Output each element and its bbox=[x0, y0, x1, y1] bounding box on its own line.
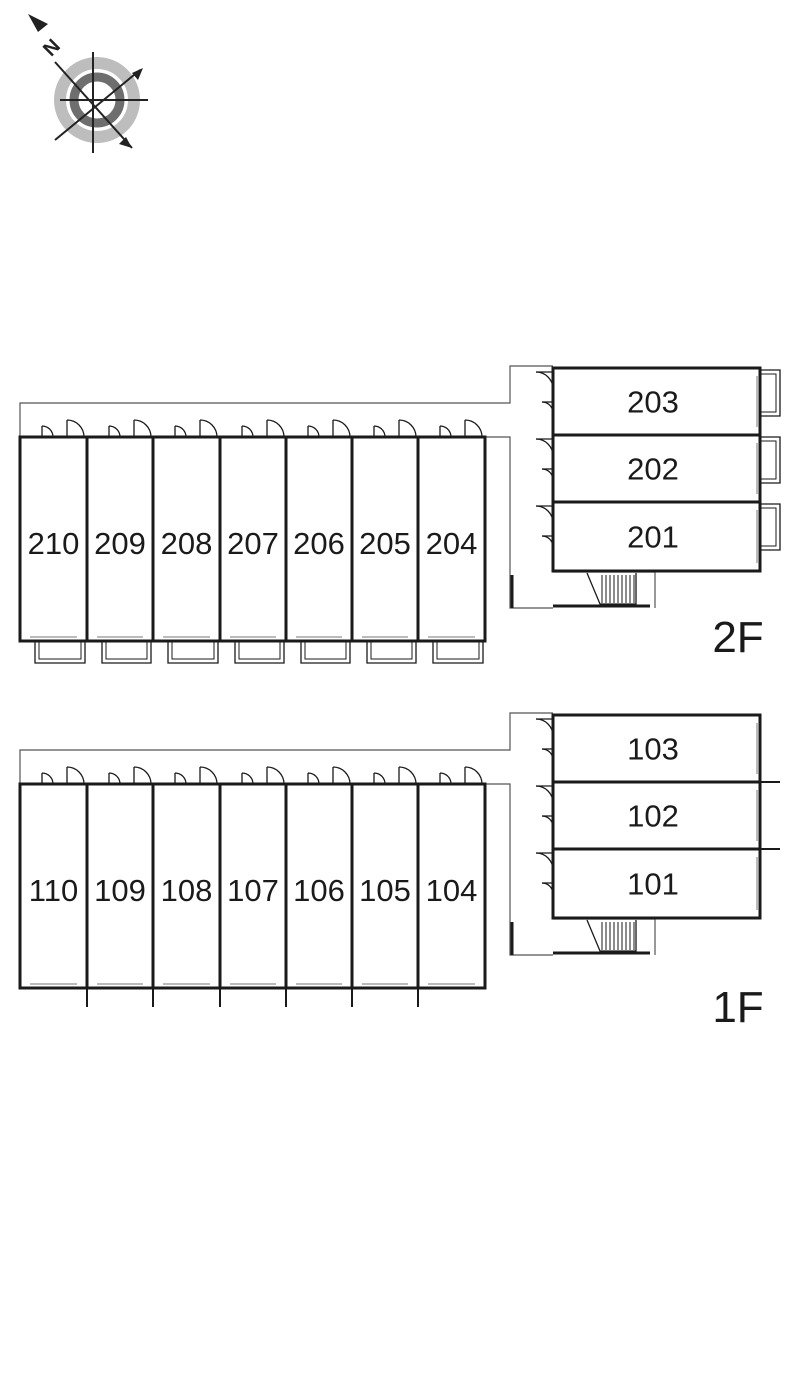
unit-label: 208 bbox=[161, 526, 213, 561]
unit-105: 105 bbox=[350, 766, 420, 1007]
unit-label: 209 bbox=[94, 526, 146, 561]
floors-layer: 210 209 208 207 206 205 204 203 202 201 2F 110 109 10… bbox=[18, 365, 781, 1032]
unit-206: 206 bbox=[284, 419, 354, 664]
unit-201: 201 bbox=[535, 500, 781, 573]
unit-108: 108 bbox=[151, 766, 222, 1007]
stairs bbox=[586, 572, 637, 605]
unit-203: 203 bbox=[535, 366, 781, 437]
unit-label: 210 bbox=[28, 526, 80, 561]
unit-label: 105 bbox=[359, 873, 411, 908]
unit-207: 207 bbox=[218, 419, 288, 664]
balcony bbox=[34, 641, 86, 664]
unit-label: 110 bbox=[29, 873, 78, 908]
compass-north-arrow-icon: N bbox=[28, 14, 148, 153]
unit-101: 101 bbox=[535, 847, 780, 920]
unit-205: 205 bbox=[350, 419, 420, 664]
corridor-outline bbox=[485, 436, 553, 609]
balcony bbox=[300, 641, 351, 664]
unit-label: 108 bbox=[161, 873, 213, 908]
unit-106: 106 bbox=[284, 766, 354, 1007]
unit-label: 104 bbox=[426, 873, 478, 908]
balcony bbox=[760, 503, 781, 551]
unit-209: 209 bbox=[85, 419, 155, 664]
balcony bbox=[760, 369, 781, 417]
balcony bbox=[760, 436, 781, 484]
unit-label: 107 bbox=[227, 873, 279, 908]
unit-202: 202 bbox=[535, 433, 781, 504]
unit-label: 206 bbox=[293, 526, 345, 561]
unit-label: 205 bbox=[359, 526, 411, 561]
unit-208: 208 bbox=[151, 419, 222, 664]
unit-label: 103 bbox=[627, 732, 679, 767]
unit-104: 104 bbox=[416, 766, 487, 1007]
unit-102: 102 bbox=[535, 780, 780, 851]
unit-label: 106 bbox=[293, 873, 345, 908]
compass-letter: N bbox=[39, 35, 65, 61]
unit-204: 204 bbox=[416, 419, 487, 664]
unit-label: 109 bbox=[94, 873, 146, 908]
unit-103: 103 bbox=[535, 713, 762, 784]
unit-label: 201 bbox=[627, 520, 679, 555]
floor-1F: 110 109 108 107 106 105 104 103 102 101 1F bbox=[18, 712, 780, 1032]
unit-label: 204 bbox=[426, 526, 478, 561]
unit-109: 109 bbox=[85, 766, 155, 1007]
unit-110: 110 bbox=[18, 766, 89, 990]
unit-label: 102 bbox=[627, 799, 679, 834]
stairs bbox=[586, 919, 637, 952]
unit-210: 210 bbox=[18, 419, 89, 664]
corridor-outline bbox=[19, 712, 553, 784]
corridor-outline bbox=[485, 783, 553, 956]
balcony bbox=[234, 641, 285, 664]
balcony bbox=[366, 641, 417, 664]
unit-label: 207 bbox=[227, 526, 279, 561]
unit-label: 203 bbox=[627, 385, 679, 420]
floor-label: 1F bbox=[712, 983, 763, 1032]
corridor-outline bbox=[19, 365, 553, 437]
unit-label: 101 bbox=[627, 867, 679, 902]
balcony bbox=[167, 641, 219, 664]
floor-2F: 210 209 208 207 206 205 204 203 202 201 2F bbox=[18, 365, 781, 664]
balcony bbox=[101, 641, 152, 664]
floor-label: 2F bbox=[712, 613, 763, 662]
unit-107: 107 bbox=[218, 766, 288, 1007]
unit-label: 202 bbox=[627, 452, 679, 487]
balcony bbox=[432, 641, 484, 664]
